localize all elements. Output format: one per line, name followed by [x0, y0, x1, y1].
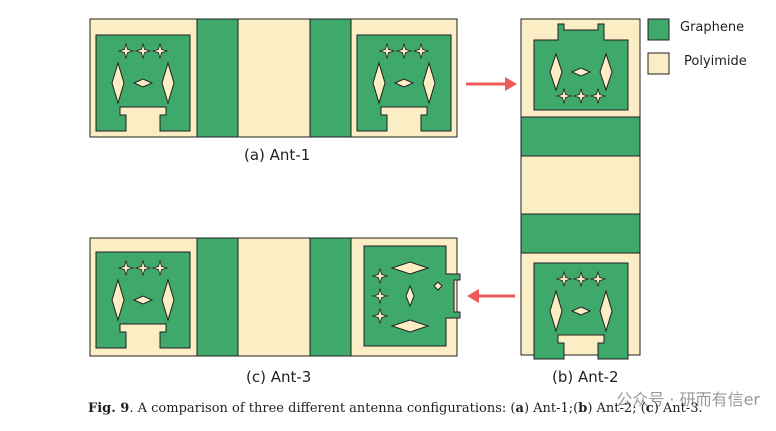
arrow-to-ant-2: [466, 77, 517, 91]
label-ant-2: (b) Ant-2: [552, 368, 619, 386]
legend-label-graphene: Graphene: [680, 20, 745, 35]
caption-text: . A comparison of three different antenn…: [129, 401, 516, 416]
caption-fig: Fig. 9: [88, 401, 130, 416]
caption-b: b: [578, 401, 588, 416]
caption-t3: ) Ant-3.: [653, 401, 703, 416]
label-ant-1: (a) Ant-1: [244, 146, 311, 164]
ant-3: [89, 237, 460, 357]
caption-t2: ) Ant-2; (: [587, 401, 646, 416]
ant-2: [520, 18, 641, 359]
watermark: 公众号 · 研而有信er: [616, 390, 760, 409]
ant-1: [89, 18, 458, 138]
label-ant-3: (c) Ant-3: [246, 368, 312, 386]
legend-swatch-polyimide: [647, 52, 670, 75]
caption-a: a: [515, 401, 524, 416]
legend-label-polyimide: Polyimide: [684, 54, 747, 69]
figure-caption: Fig. 9. A comparison of three different …: [88, 401, 703, 416]
arrow-to-ant-3: [467, 289, 515, 303]
caption-c: c: [645, 401, 654, 416]
caption-t1: ) Ant-1;(: [523, 401, 579, 416]
legend-swatch-graphene: [647, 18, 670, 41]
